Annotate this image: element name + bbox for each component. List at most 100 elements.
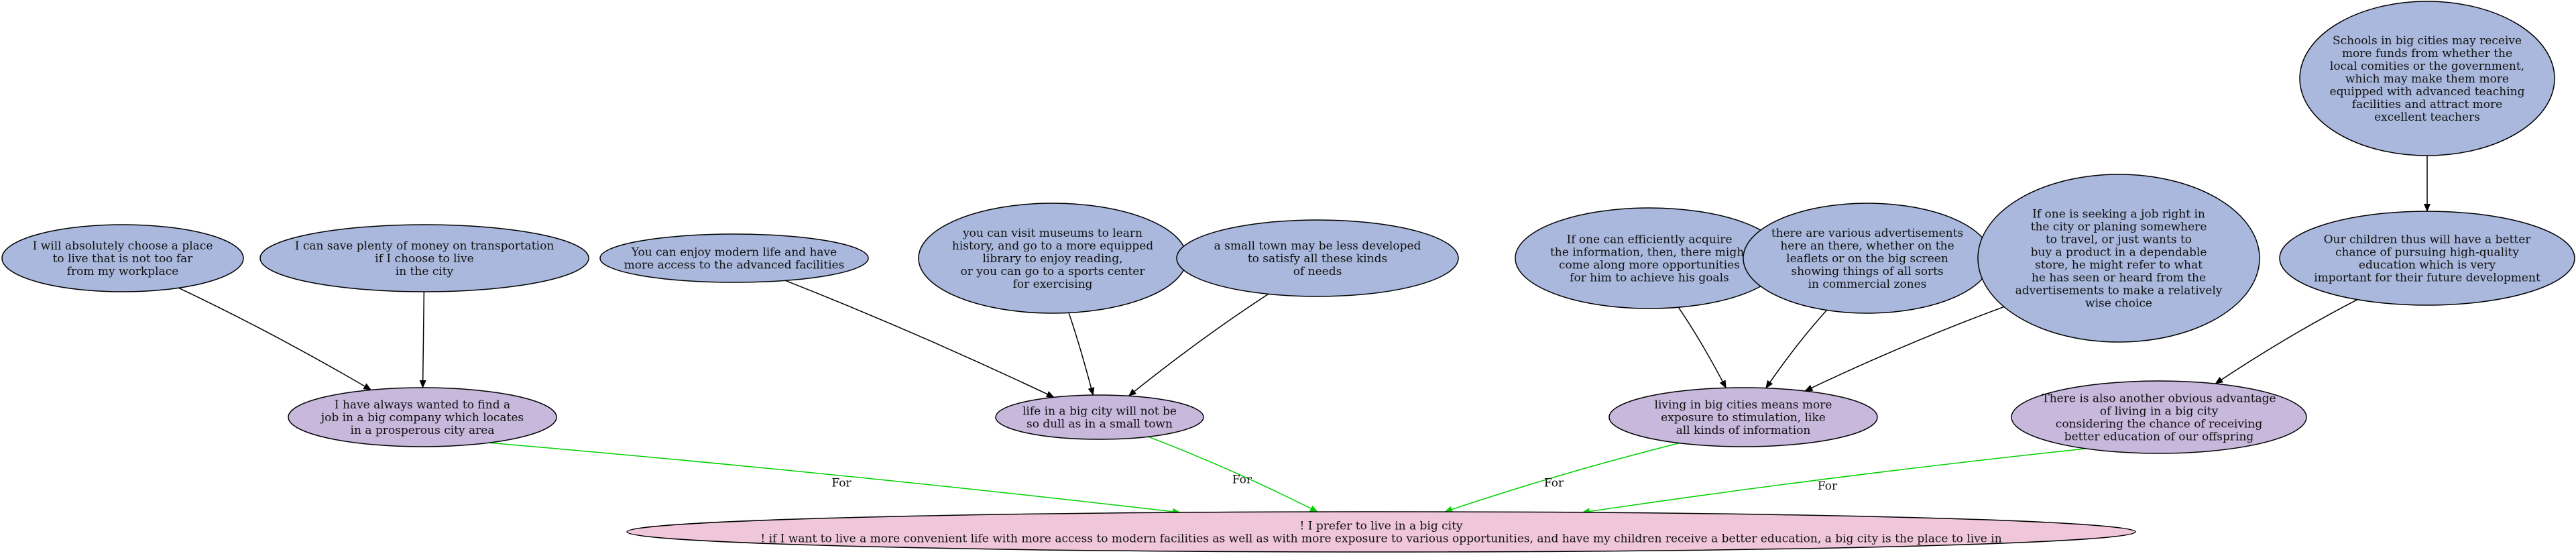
node-r3-line-0: You can enjoy modern life and have bbox=[631, 246, 837, 260]
node-s1-line-2: in a prosperous city area bbox=[351, 424, 495, 437]
node-r2-shape bbox=[259, 224, 589, 292]
node-r9-line-2: education which is very bbox=[2359, 259, 2496, 272]
edge-s3-to-root bbox=[1444, 441, 1684, 513]
node-r8-line-2: to travel, or just wants to bbox=[2046, 233, 2192, 247]
node-s4: There is also another obvious advantageo… bbox=[2011, 380, 2307, 454]
node-r9: Our children thus will have a betterchan… bbox=[2279, 211, 2575, 306]
node-r7-line-0: there are various advertisements bbox=[1771, 227, 1963, 240]
node-r5-line-2: of needs bbox=[1293, 265, 1342, 278]
node-r6-line-2: come along more opportunities bbox=[1559, 259, 1740, 272]
node-r7-line-2: leaflets or on the big screen bbox=[1786, 252, 1948, 266]
node-r7-line-4: in commercial zones bbox=[1808, 278, 1927, 291]
node-r10-line-6: excellent teachers bbox=[2374, 111, 2480, 124]
node-s4-line-2: considering the chance of receiving bbox=[2056, 418, 2263, 431]
node-r6-line-3: for him to achieve his goals bbox=[1570, 272, 1729, 285]
node-s3-shape bbox=[1608, 387, 1878, 447]
node-r9-line-0: Our children thus will have a better bbox=[2324, 233, 2532, 247]
node-r9-line-1: chance of pursuing high-quality bbox=[2335, 246, 2519, 260]
node-s3: living in big cities means moreexposure … bbox=[1608, 387, 1878, 447]
node-r4-line-4: for exercising bbox=[1013, 278, 1093, 291]
edge-r3-to-s2 bbox=[785, 280, 1055, 398]
node-r8-line-4: store, he might refer to what bbox=[2035, 259, 2203, 272]
node-r6-line-1: the information, then, there might bbox=[1550, 246, 1749, 260]
node-r8-line-1: the city or planing somewhere bbox=[2031, 221, 2207, 234]
node-r2-line-0: I can save plenty of money on transporta… bbox=[295, 239, 554, 253]
node-root-shape bbox=[626, 511, 2136, 553]
node-r8-line-7: wise choice bbox=[2085, 297, 2152, 311]
node-s4-line-0: There is also another obvious advantage bbox=[2042, 392, 2276, 406]
edge-r8-to-s3 bbox=[1804, 306, 2005, 392]
node-r1-line-1: to live that is not too far bbox=[53, 252, 194, 266]
edge-r9-to-s4 bbox=[2215, 299, 2358, 384]
node-s1-line-1: job in a big company which locates bbox=[320, 411, 524, 425]
node-r10-shape bbox=[2299, 1, 2555, 156]
node-r10-line-5: facilities and attract more bbox=[2352, 98, 2502, 111]
edge-r5-to-s2 bbox=[1128, 293, 1269, 396]
edge-r4-to-s2 bbox=[1068, 313, 1095, 396]
node-r9-shape bbox=[2279, 211, 2575, 306]
node-s3-line-1: exposure to stimulation, like bbox=[1661, 411, 1826, 425]
edge-r2-to-s1 bbox=[419, 291, 426, 388]
node-s2-line-1: so dull as in a small town bbox=[1027, 418, 1173, 431]
edge-label-s4: For bbox=[1818, 480, 1838, 493]
node-s2-shape bbox=[995, 394, 1204, 440]
edge-s2-to-root bbox=[1146, 435, 1318, 512]
node-r4-line-1: history, and go to a more equipped bbox=[952, 239, 1153, 253]
node-r8-line-5: he has seen or heard from the bbox=[2032, 272, 2206, 285]
node-r10-line-1: more funds from whether the bbox=[2342, 47, 2512, 60]
node-r10-line-0: Schools in big cities may receive bbox=[2333, 34, 2522, 48]
node-r5-line-1: to satisfy all these kinds bbox=[1248, 252, 1387, 266]
node-r3-shape bbox=[599, 233, 869, 283]
node-s3-line-0: living in big cities means more bbox=[1655, 398, 1832, 412]
node-r2-line-1: if I choose to live bbox=[375, 252, 473, 266]
node-s1-line-0: I have always wanted to find a bbox=[335, 398, 510, 412]
edge-s4-to-root bbox=[1582, 447, 2093, 515]
node-r8-line-3: buy a product in a dependable bbox=[2031, 246, 2207, 260]
edge-label-s3: For bbox=[1544, 476, 1564, 490]
node-s3-line-2: all kinds of information bbox=[1676, 424, 1811, 437]
node-s4-line-1: of living in a big city bbox=[2100, 405, 2219, 418]
node-r5-line-0: a small town may be less developed bbox=[1214, 239, 1421, 253]
node-r8-line-0: If one is seeking a job right in bbox=[2032, 208, 2205, 221]
node-r1-line-0: I will absolutely choose a place bbox=[33, 239, 213, 253]
node-r4-line-3: or you can go to a sports center bbox=[961, 265, 1146, 278]
node-r5-shape bbox=[1176, 219, 1459, 297]
node-r10-line-3: which may make them more bbox=[2345, 72, 2509, 86]
node-r8-line-6: advertisements to make a relatively bbox=[2015, 284, 2223, 298]
edge-s1-to-root bbox=[482, 441, 1181, 515]
edge-label-s2: For bbox=[1232, 473, 1252, 487]
node-r4-line-2: library to enjoy reading, bbox=[982, 252, 1122, 266]
node-s1-shape bbox=[288, 387, 557, 447]
edge-r7-to-s3 bbox=[1765, 309, 1828, 389]
node-root-line-0: ! I prefer to live in a big city bbox=[1299, 520, 1462, 533]
node-r6-line-0: If one can efficiently acquire bbox=[1567, 233, 1733, 247]
node-r10-line-2: local comities or the government, bbox=[2330, 60, 2524, 73]
node-s4-line-3: better education of our offspring bbox=[2064, 431, 2254, 444]
node-root: ! I prefer to live in a big city! if I w… bbox=[626, 511, 2136, 553]
node-r9-line-3: important for their future development bbox=[2314, 272, 2540, 285]
node-r1-shape bbox=[1, 224, 244, 292]
node-r3-line-1: more access to the advanced facilities bbox=[624, 259, 845, 272]
edge-r6-to-s3 bbox=[1678, 306, 1726, 389]
node-r4-line-0: you can visit museums to learn bbox=[962, 227, 1143, 240]
node-s2-line-0: life in a big city will not be bbox=[1022, 405, 1177, 418]
node-r10-line-4: equipped with advanced teaching bbox=[2330, 85, 2525, 99]
node-r2: I can save plenty of money on transporta… bbox=[259, 224, 589, 292]
node-root-line-1: ! if I want to live a more convenient li… bbox=[760, 533, 2001, 546]
edge-label-s1: For bbox=[831, 477, 852, 490]
node-r1-line-2: from my workplace bbox=[67, 265, 179, 278]
node-s4-shape bbox=[2011, 380, 2307, 454]
